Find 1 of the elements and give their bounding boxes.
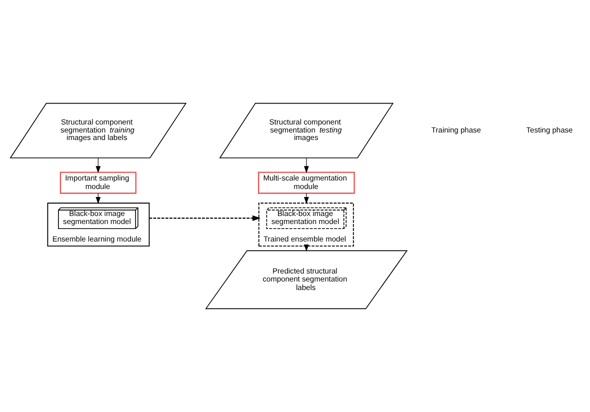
arrow xyxy=(149,215,261,222)
